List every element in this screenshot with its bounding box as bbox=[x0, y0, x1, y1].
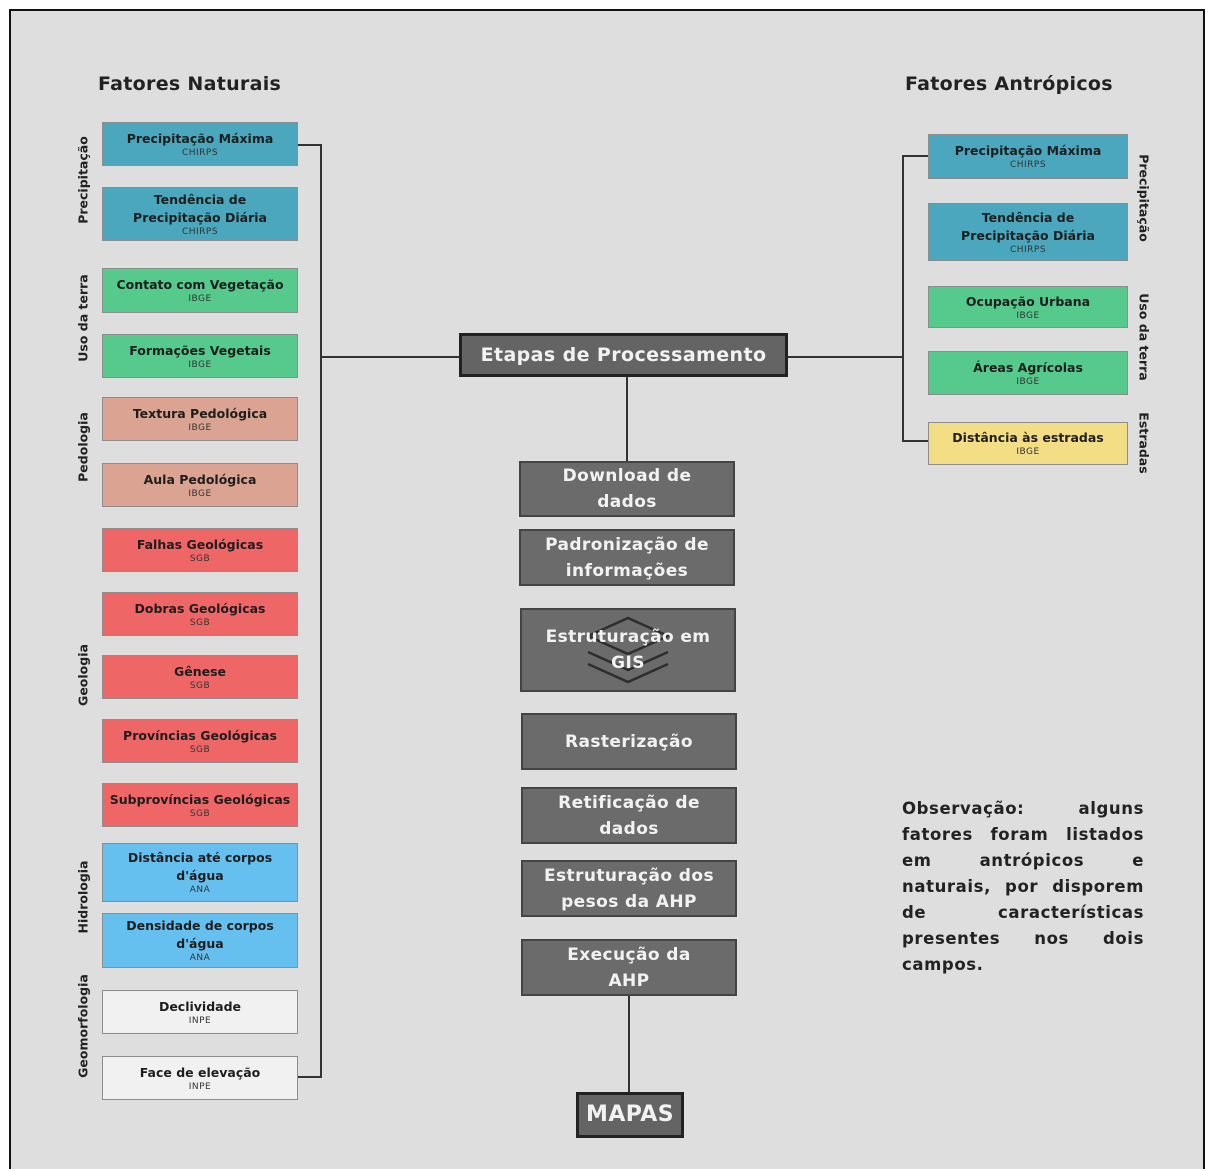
natural-factor-title: Precipitação Máxima bbox=[126, 130, 274, 146]
connector-line bbox=[902, 155, 904, 442]
natural-factor-source: IBGE bbox=[188, 488, 212, 499]
natural-factor-title: Gênese bbox=[173, 663, 227, 679]
anthropic-factor-source: IBGE bbox=[1016, 376, 1040, 387]
natural-factor-title: Face de elevação bbox=[139, 1064, 261, 1080]
natural-factor-title: Falhas Geológicas bbox=[136, 536, 264, 552]
natural-factor-source: ANA bbox=[189, 953, 211, 963]
natural-factor-source: IBGE bbox=[188, 294, 212, 304]
connector-line bbox=[298, 1076, 321, 1078]
anthropic-factor-title: Ocupação Urbana bbox=[965, 293, 1091, 309]
connector-line bbox=[628, 995, 630, 1093]
step-ahp-execution: Execução da AHP bbox=[521, 939, 737, 996]
group-label-pedology: Pedologia bbox=[75, 412, 91, 482]
natural-factor-title: Províncias Geológicas bbox=[123, 727, 277, 743]
natural-factor-source: CHIRPS bbox=[181, 147, 219, 158]
anthropic-factor-title: Áreas Agrícolas bbox=[973, 359, 1083, 375]
anthropic-factor-source: IBGE bbox=[1016, 447, 1040, 457]
step-gis-structuring-container: Estruturação em GIS bbox=[520, 608, 736, 692]
natural-factor-source: IBGE bbox=[188, 359, 212, 370]
natural-factor-source: CHIRPS bbox=[181, 226, 219, 237]
step-standardization: Padronização de informações bbox=[519, 529, 735, 586]
group-label-roads: Estradas bbox=[1136, 412, 1152, 474]
anthropic-factor-title: Precipitação Máxima bbox=[954, 143, 1102, 158]
anthropic-factor-source: CHIRPS bbox=[1009, 160, 1047, 170]
step-gis-structuring-label: Estruturação em GIS bbox=[545, 627, 711, 673]
natural-factor-title: Densidade de corpos d'água bbox=[126, 918, 274, 951]
group-label-geology: Geologia bbox=[75, 644, 91, 706]
anthropic-factor-title: Distância às estradas bbox=[952, 430, 1104, 445]
processing-stages-box: Etapas de Processamento bbox=[459, 333, 788, 377]
connector-line bbox=[903, 155, 928, 157]
natural-factor-source: SGB bbox=[189, 680, 211, 691]
step-gis-structuring bbox=[520, 608, 736, 692]
natural-factor-title: Contato com Vegetação bbox=[116, 277, 284, 292]
natural-factor-title: Subprovíncias Geológicas bbox=[109, 791, 291, 807]
anthropic-factor-title: Tendência de Precipitação Diária bbox=[961, 209, 1095, 243]
natural-factor-source: INPE bbox=[188, 1015, 212, 1026]
natural-factor-source: SGB bbox=[189, 617, 211, 628]
group-label-land-use-right: Uso da terra bbox=[1136, 293, 1152, 381]
natural-factor-title: Declividade bbox=[158, 998, 242, 1014]
heading-anthropic-factors: Fatores Antrópicos bbox=[905, 73, 1113, 95]
group-label-geomorphology: Geomorfologia bbox=[75, 974, 91, 1078]
natural-factor-source: SGB bbox=[189, 744, 211, 755]
connector-line bbox=[298, 144, 321, 146]
step-download-data: Download de dados bbox=[519, 461, 735, 517]
natural-factor-title: Dobras Geológicas bbox=[134, 600, 266, 616]
group-label-hydrology: Hidrologia bbox=[75, 860, 91, 934]
connector-line bbox=[320, 144, 322, 1078]
connector-line bbox=[903, 440, 928, 442]
connector-line bbox=[787, 356, 903, 358]
natural-factor-source: SGB bbox=[189, 553, 211, 564]
natural-factor-source: IBGE bbox=[188, 422, 212, 433]
natural-factor-title: Formações Vegetais bbox=[129, 342, 271, 358]
group-label-precipitation-left: Precipitação bbox=[75, 136, 91, 224]
step-ahp-weights: Estruturação dos pesos da AHP bbox=[521, 860, 737, 917]
connector-line bbox=[626, 376, 628, 462]
natural-factor-title: Textura Pedológica bbox=[132, 405, 268, 421]
step-data-rectification: Retificação de dados bbox=[521, 787, 737, 844]
group-label-land-use-left: Uso da terra bbox=[75, 274, 91, 362]
natural-factor-title: Aula Pedológica bbox=[143, 471, 257, 487]
layers-icon bbox=[584, 616, 672, 684]
anthropic-factor-source: CHIRPS bbox=[1009, 244, 1047, 255]
natural-factor-source: INPE bbox=[188, 1081, 212, 1092]
connector-line bbox=[320, 356, 460, 358]
natural-factor-title: Tendência de Precipitação Diária bbox=[133, 191, 267, 225]
natural-factor-title: Distância até corpos d'água bbox=[127, 850, 273, 883]
natural-factor-source: ANA bbox=[189, 885, 211, 895]
group-label-precipitation-right: Precipitação bbox=[1136, 154, 1152, 242]
anthropic-factor-source: IBGE bbox=[1016, 310, 1040, 321]
natural-factor-source: SGB bbox=[189, 808, 211, 819]
step-rasterization: Rasterização bbox=[521, 713, 737, 770]
maps-output-box: MAPAS bbox=[576, 1092, 684, 1138]
observation-note: Observação: alguns fatores foram listado… bbox=[902, 799, 1144, 974]
heading-natural-factors: Fatores Naturais bbox=[98, 73, 282, 95]
